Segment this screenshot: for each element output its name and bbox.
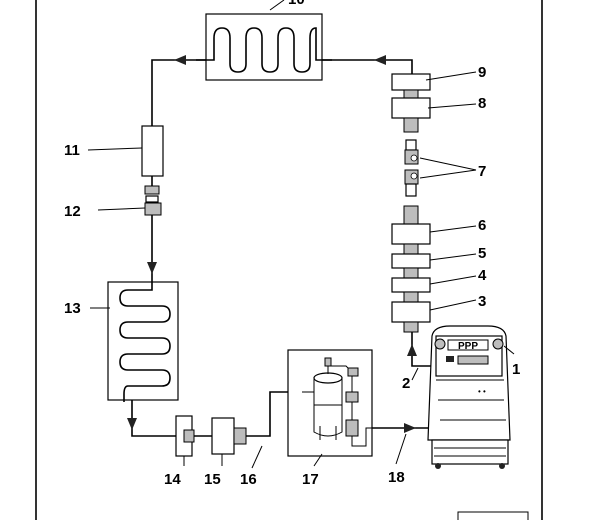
component-11 <box>141 125 164 177</box>
hose-16 <box>266 391 302 437</box>
label-16: 16 <box>240 471 257 488</box>
receiver-drier-17 <box>287 349 373 457</box>
label-8: 8 <box>478 95 486 112</box>
fitting-12-lower <box>144 202 162 216</box>
label-3: 3 <box>478 293 486 310</box>
pipe-10-to-11 <box>151 59 206 126</box>
label-12: 12 <box>64 203 81 220</box>
frame-corner-box <box>457 511 529 520</box>
label-5: 5 <box>478 245 486 262</box>
pipe-13-to-14 <box>131 400 176 437</box>
component-5 <box>391 253 431 269</box>
label-4: 4 <box>478 267 487 284</box>
fitting-12-upper <box>144 185 160 195</box>
condenser-coil-10 <box>196 13 332 81</box>
label-2: 2 <box>402 375 410 392</box>
label-1: 1 <box>512 361 520 378</box>
label-6: 6 <box>478 217 486 234</box>
pipe-9-to-10 <box>322 59 413 76</box>
label-15: 15 <box>204 471 221 488</box>
flow-arrow-left-down <box>147 262 157 274</box>
evaporator-coil-13 <box>107 281 179 402</box>
component-8 <box>391 97 431 119</box>
label-9: 9 <box>478 64 486 81</box>
label-7: 7 <box>478 163 486 180</box>
label-14: 14 <box>164 471 181 488</box>
flow-arrow-top-left <box>174 55 186 65</box>
svg-text:• •: • • <box>478 387 486 396</box>
service-station-1: PPP • • <box>427 325 511 469</box>
component-9 <box>391 73 431 91</box>
leader-lines <box>87 0 515 469</box>
flow-arrow-top-right <box>374 55 386 65</box>
component-3 <box>391 301 431 323</box>
flow-arrow-right-up <box>407 344 417 356</box>
component-4 <box>391 277 431 293</box>
label-13: 13 <box>64 300 81 317</box>
label-11: 11 <box>64 142 80 159</box>
station-display-text: PPP <box>458 341 478 352</box>
component-6 <box>391 223 431 245</box>
label-10: 10 <box>288 0 305 8</box>
flow-arrow-bottom-right <box>404 423 416 433</box>
flow-arrow-bottom-left <box>127 418 137 430</box>
label-17: 17 <box>302 471 319 488</box>
component-15 <box>211 417 235 455</box>
label-18: 18 <box>388 469 405 486</box>
